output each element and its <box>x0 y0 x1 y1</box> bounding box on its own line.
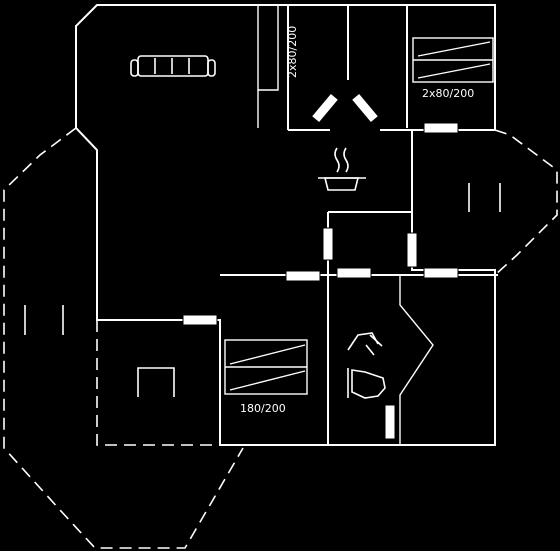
toilet-icon <box>347 368 386 399</box>
bed-label-north-vertical: 2x80/200 <box>286 26 299 78</box>
shower-icon <box>347 332 383 356</box>
doors <box>182 92 459 440</box>
door-south-room <box>182 314 218 326</box>
fireplace-icon <box>137 367 175 397</box>
terrace-outlines <box>3 127 558 549</box>
bed-south <box>224 339 308 395</box>
door-hall-horizontal-right <box>423 267 459 279</box>
door-hall-vertical-right <box>406 232 418 268</box>
door-north-right <box>350 92 380 124</box>
sofa-icon <box>130 55 216 77</box>
bed-label-north-east: 2x80/200 <box>422 87 474 100</box>
bed-north-east <box>412 37 494 83</box>
cooking-pot-icon <box>318 147 366 191</box>
door-hall-vertical <box>322 227 334 261</box>
door-north-left <box>310 92 340 124</box>
door-hall-horizontal-left <box>285 270 321 282</box>
door-east-top <box>423 122 459 134</box>
bed-label-south: 180/200 <box>240 402 286 415</box>
door-bath <box>384 404 396 440</box>
table-icon <box>24 183 501 335</box>
door-hall-horizontal-mid <box>336 267 372 279</box>
